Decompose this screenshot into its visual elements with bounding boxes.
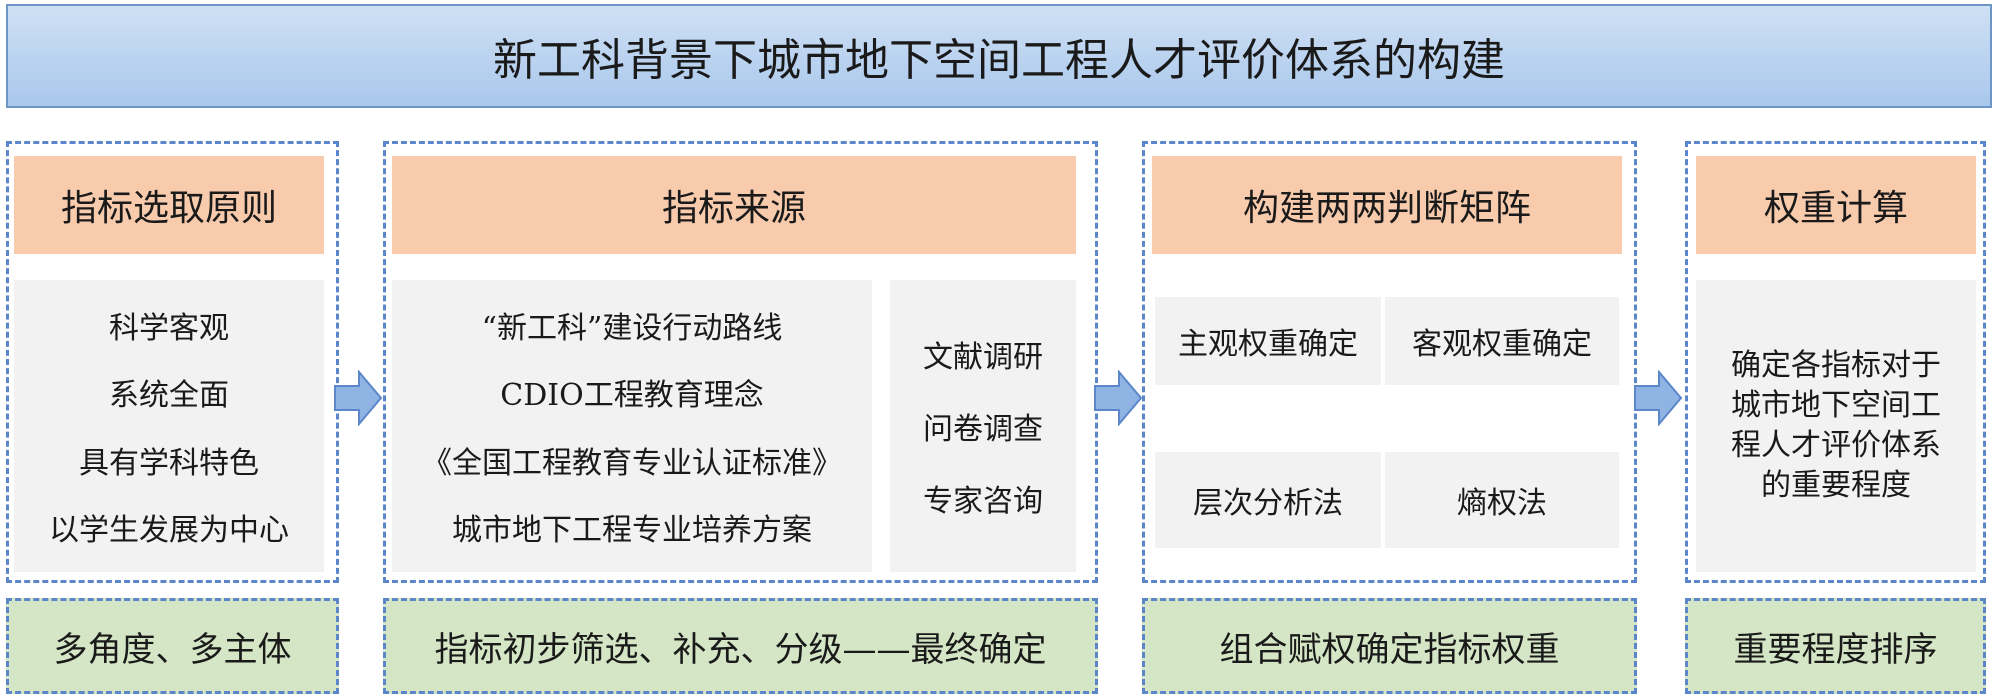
arrow-right-icon	[1094, 370, 1143, 426]
source-item: 城市地下工程专业培养方案	[452, 512, 812, 548]
principles-list: 科学客观 系统全面 具有学科特色 以学生发展为中心	[14, 280, 324, 572]
weight-description-text: 确定各指标对于城市地下空间工程人才评价体系的重要程度	[1731, 348, 1941, 503]
principles-panel	[6, 141, 339, 583]
matrix-panel	[1142, 141, 1637, 583]
source-item: CDIO工程教育理念	[500, 378, 764, 414]
principle-item: 具有学科特色	[79, 445, 259, 481]
entropy-method-box: 熵权法	[1385, 452, 1619, 548]
principle-item: 科学客观	[109, 311, 229, 347]
matrix-footer: 组合赋权确定指标权重	[1142, 598, 1637, 694]
principles-footer: 多角度、多主体	[6, 598, 339, 694]
methods-list: 文献调研 问卷调查 专家咨询	[890, 280, 1076, 572]
objective-weight-box: 客观权重确定	[1385, 297, 1619, 385]
diagram-title: 新工科背景下城市地下空间工程人才评价体系的构建	[6, 4, 1992, 108]
principles-header: 指标选取原则	[14, 156, 324, 254]
weight-header: 权重计算	[1696, 156, 1976, 254]
principle-item: 以学生发展为中心	[49, 512, 289, 548]
weight-description: 确定各指标对于城市地下空间工程人才评价体系的重要程度	[1696, 280, 1976, 572]
sources-panel	[383, 141, 1098, 583]
arrow-right-icon	[334, 370, 383, 426]
ahp-method-box: 层次分析法	[1155, 452, 1381, 548]
weight-panel	[1685, 141, 1986, 583]
source-item: 《全国工程教育专业认证标准》	[422, 445, 842, 481]
method-item: 专家咨询	[923, 484, 1043, 519]
weight-footer: 重要程度排序	[1685, 598, 1986, 694]
method-item: 问卷调查	[923, 412, 1043, 447]
sources-header: 指标来源	[392, 156, 1076, 254]
arrow-right-icon	[1634, 370, 1683, 426]
sources-footer: 指标初步筛选、补充、分级——最终确定	[383, 598, 1098, 694]
sources-list: “新工科”建设行动路线 CDIO工程教育理念 《全国工程教育专业认证标准》 城市…	[392, 280, 872, 572]
subjective-weight-box: 主观权重确定	[1155, 297, 1381, 385]
method-item: 文献调研	[923, 340, 1043, 375]
matrix-header: 构建两两判断矩阵	[1152, 156, 1622, 254]
principle-item: 系统全面	[109, 378, 229, 414]
source-item: “新工科”建设行动路线	[481, 311, 783, 347]
